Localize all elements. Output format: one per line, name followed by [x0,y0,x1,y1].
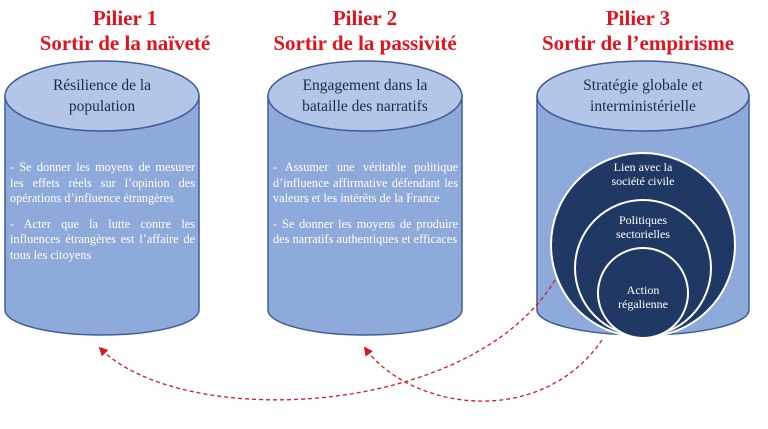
cylinder-3-cap [536,60,750,132]
pillar-2-bullet-1: - Assumer une véritable politique d’infl… [273,160,458,205]
circle-middle-label: Politiques sectorielles [616,213,670,241]
cylinder-1-body: - Se donner les moyens de mesurer les ef… [10,160,195,273]
pillar-2-title: Sortir de la passivité [273,31,457,55]
cylinder-3-cap-text: Stratégie globale et interministérielle [583,77,703,115]
pillar-1-number: Pilier 1 [92,6,158,30]
pillar-2-bullet-2: - Se donner les moyens de produire des n… [273,216,458,247]
pillar-1-heading: Pilier 1 Sortir de la naïveté [0,6,250,56]
pillar-2-number: Pilier 2 [332,6,398,30]
cylinder-2 [267,60,463,336]
pillar-1-bullet-2: - Acter que la lutte contre les influenc… [10,216,195,262]
cylinder-2-cap-text: Engagement dans la bataille des narratif… [302,77,428,115]
pillar-2-heading: Pilier 2 Sortir de la passivité [240,6,490,56]
cylinder-1-cap [4,60,200,132]
cylinder-1-cap-text: Résilience de la population [52,77,152,115]
pillar-3-heading: Pilier 3 Sortir de l’empirisme [513,6,763,56]
arrow-to-pillar-1 [98,279,556,401]
pillar-1-title: Sortir de la naïveté [39,31,211,55]
pillar-3-number: Pilier 3 [605,6,671,30]
circle-outer-label: Lien avec la société civile [611,160,675,188]
pillar-3-title: Sortir de l’empirisme [541,31,735,55]
cylinder-1 [4,60,200,336]
circle-inner [597,247,689,339]
arrow-to-pillar-2 [363,339,603,402]
cylinder-2-cap [267,60,463,132]
cylinder-2-body: - Assumer une véritable politique d’infl… [273,160,458,258]
circle-inner-label: Action régalienne [618,283,668,311]
pillar-1-bullet-1: - Se donner les moyens de mesurer les ef… [10,160,195,205]
